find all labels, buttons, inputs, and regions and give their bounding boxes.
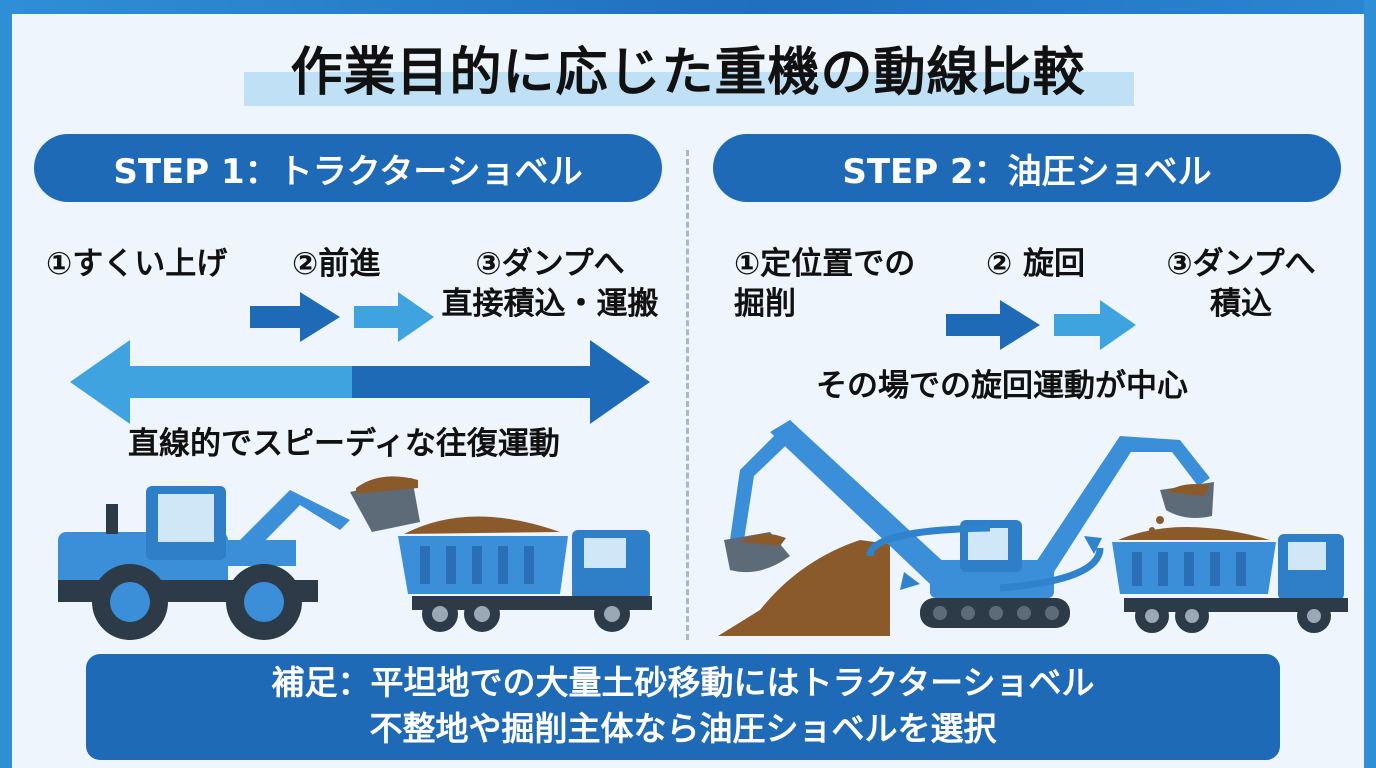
step2-arrow-1 [946, 300, 1040, 350]
step2-label-excavate-line1: ①定位置での [734, 246, 916, 282]
right-border [1364, 0, 1376, 768]
supplement-note: 補足：平坦地での大量土砂移動にはトラクターショベル 不整地や掘削主体なら油圧ショ… [86, 654, 1280, 760]
page-title: 作業目的に応じた重機の動線比較 [290, 43, 1086, 103]
step1-label-dump-line1: ③ダンプへ [475, 246, 625, 282]
round-trip-double-arrow [70, 340, 650, 424]
step2-label-excavate-line2: 掘削 [734, 286, 796, 322]
step2-caption: その場での旋回運動が中心 [816, 368, 1188, 404]
step2-arrow-2 [1054, 300, 1136, 350]
step2-label-excavate: ①定位置での 掘削 [734, 244, 915, 324]
step1-header: STEP 1：トラクターショベル [34, 134, 662, 202]
step1-caption: 直線的でスピーディな往復運動 [128, 426, 560, 462]
soil-pile-icon [718, 540, 890, 636]
step2-label-dump-line2: 積込 [1210, 286, 1272, 322]
supplement-note-line1: 補足：平坦地での大量土砂移動にはトラクターショベル [271, 663, 1095, 702]
wheel-loader-icon [58, 476, 420, 640]
step2-label-swing: ② 旋回 [986, 246, 1086, 282]
step1-label-scoop: ①すくい上げ [46, 246, 228, 282]
step1-label-dump: ③ダンプへ 直接積込・運搬 [436, 244, 664, 324]
step2-label-dump: ③ダンプへ 積込 [1146, 244, 1336, 324]
left-border [0, 0, 12, 768]
section-divider [686, 150, 689, 640]
top-band [0, 0, 1376, 14]
step1-arrow-1 [250, 292, 340, 342]
dump-truck-icon-2 [1112, 527, 1348, 633]
title-highlight [244, 72, 1134, 106]
step1-label-forward: ②前進 [292, 246, 381, 282]
hydraulic-excavator-icon [724, 420, 1214, 628]
dump-truck-icon-1 [398, 516, 652, 632]
step2-label-dump-line1: ③ダンプへ [1166, 246, 1316, 282]
step2-header: STEP 2：油圧ショベル [713, 134, 1341, 202]
step1-label-dump-line2: 直接積込・運搬 [441, 286, 659, 322]
supplement-note-line2: 不整地や掘削主体なら油圧ショベルを選択 [369, 709, 997, 748]
step1-arrow-2 [354, 292, 434, 342]
